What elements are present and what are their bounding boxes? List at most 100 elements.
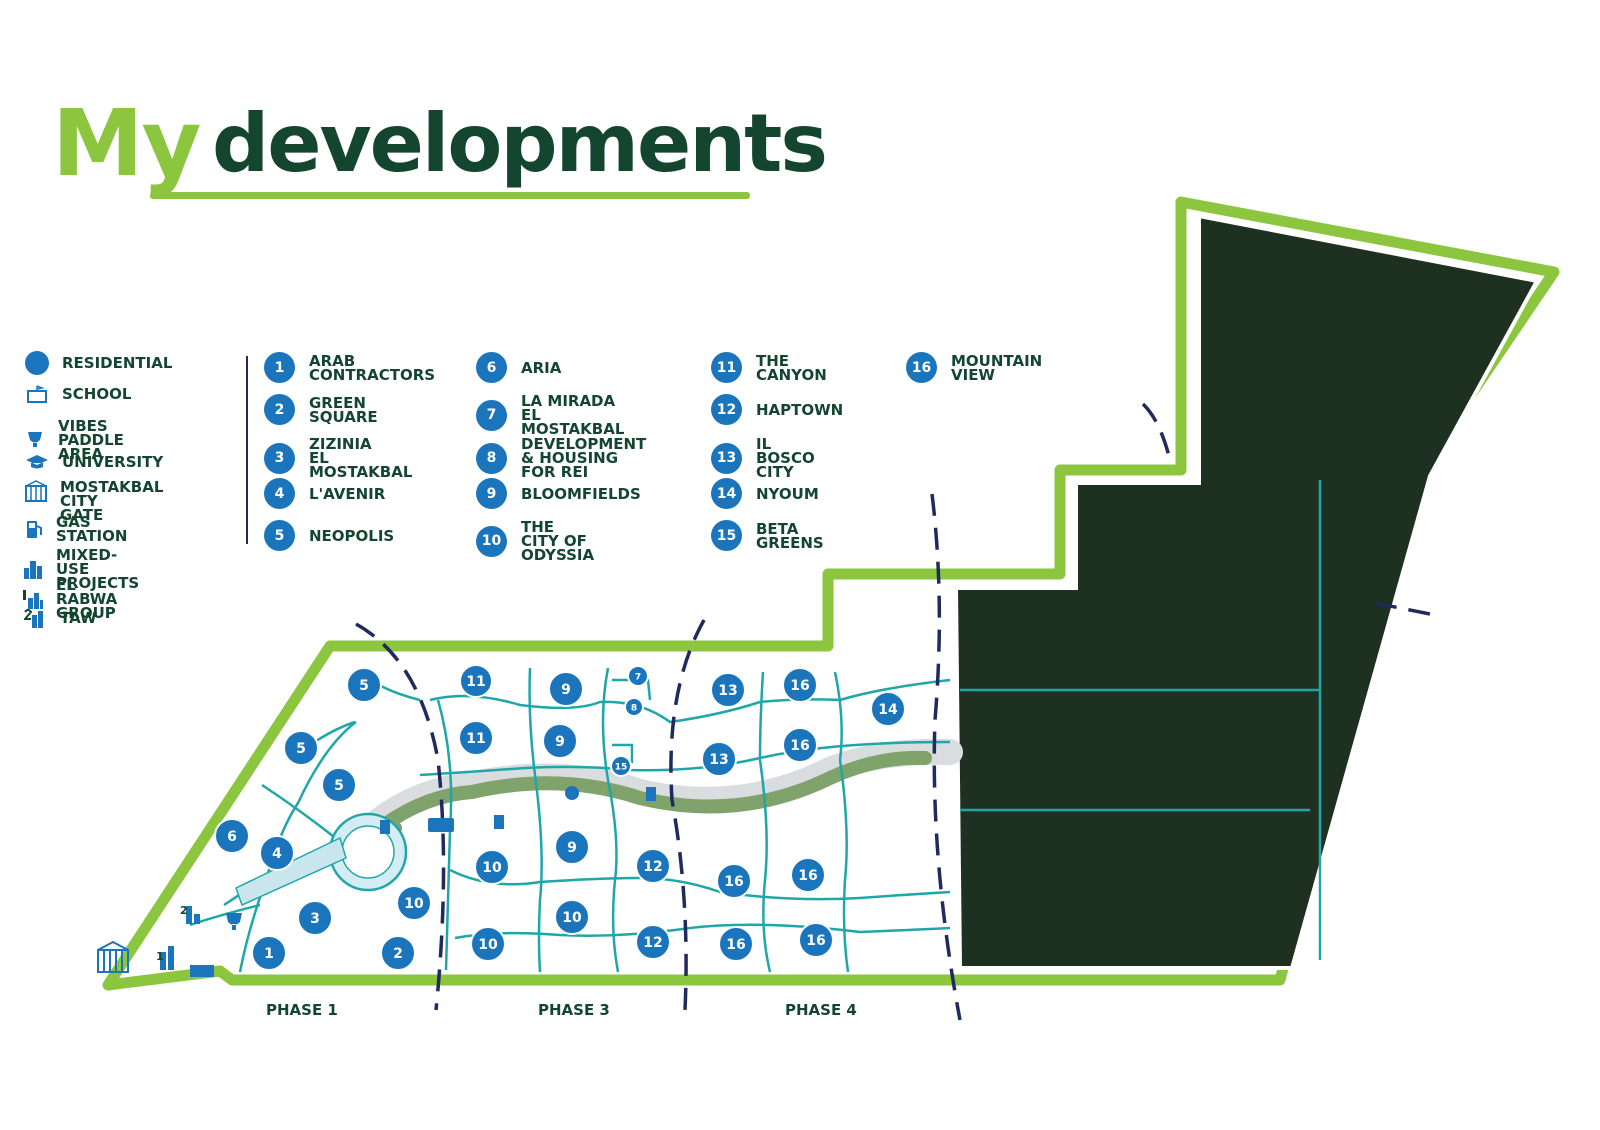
title-my: My (52, 90, 202, 197)
development-name: NYOUM (756, 484, 819, 503)
development-number-badge: 15 (711, 520, 742, 551)
development-number-badge: 14 (711, 478, 742, 509)
legend-type-school: SCHOOL (24, 385, 131, 403)
map-marker-10: 10 (554, 899, 590, 935)
development-name: BLOOMFIELDS (521, 484, 641, 503)
development-name: MOUNTAIN VIEW (951, 351, 1043, 384)
gas-pump-icon (24, 518, 44, 540)
development-number-badge: 10 (476, 525, 507, 557)
legend-development-14: 14 NYOUM (711, 478, 819, 509)
svg-text:9: 9 (567, 840, 577, 856)
map-marker-16: 16 (716, 863, 752, 899)
buildings-2-icon (22, 607, 48, 629)
development-number-badge: 13 (711, 442, 742, 474)
legend-type-gate: MOSTAKBAL CITY GATE (24, 480, 165, 523)
legend-development-13: 13 IL BOSCO CITY (711, 435, 815, 481)
svg-text:12: 12 (643, 935, 662, 951)
legend-development-12: 12 HAPTOWN (711, 394, 843, 425)
development-name: IL BOSCO CITY (756, 435, 815, 481)
trophy-icon (24, 430, 46, 450)
development-number-badge: 9 (476, 478, 507, 509)
dark-future-zone (953, 213, 1541, 970)
map-marker-16: 16 (782, 727, 818, 763)
gate-icon (24, 480, 48, 502)
school-icon (24, 385, 50, 403)
legend-type-taw: TAW (22, 607, 97, 629)
phase-1-label: PHASE 1 (266, 1001, 338, 1019)
map-marker-6: 6 (214, 818, 250, 854)
map-mini-label: 1 (156, 950, 164, 963)
development-number-badge: 1 (264, 352, 295, 383)
svg-text:7: 7 (635, 673, 641, 683)
svg-text:14: 14 (878, 702, 898, 718)
map-marker-16: 16 (790, 857, 826, 893)
development-number-badge: 7 (476, 399, 507, 431)
svg-text:4: 4 (272, 846, 282, 862)
legend-development-5: 5 NEOPOLIS (264, 520, 394, 551)
development-number-badge: 5 (264, 520, 295, 551)
map-trophy-icon (226, 913, 242, 930)
svg-text:11: 11 (466, 674, 485, 690)
legend-development-10: 10 THE CITY OF ODYSSIA (476, 518, 595, 564)
svg-text:16: 16 (726, 937, 745, 953)
legend-type-el-rabwa: EL RABWA GROUP (22, 578, 121, 621)
svg-text:6: 6 (227, 829, 237, 845)
svg-text:13: 13 (709, 752, 728, 768)
buildings-1-icon (22, 588, 44, 610)
development-name: LA MIRADA EL MOSTAKBAL (521, 392, 625, 438)
development-number-badge: 2 (264, 394, 295, 425)
phase-3-label: PHASE 3 (538, 1001, 610, 1019)
residential-dot-icon (24, 351, 50, 375)
map-marker-13: 13 (701, 741, 737, 777)
svg-text:16: 16 (790, 738, 809, 754)
development-name: GREEN SQUARE (309, 393, 378, 426)
map-marker-2: 2 (380, 935, 416, 971)
svg-text:9: 9 (555, 734, 565, 750)
map-marker-7: 7 (627, 665, 649, 687)
development-number-badge: 3 (264, 442, 295, 474)
svg-text:11: 11 (466, 731, 485, 747)
svg-text:10: 10 (404, 896, 424, 912)
map-marker-10: 10 (470, 926, 506, 962)
map-school-icon (190, 818, 454, 977)
legend-type-residential: RESIDENTIAL (24, 351, 172, 375)
map-mini-labels: 21 (156, 904, 188, 963)
development-name: THE CITY OF ODYSSIA (521, 518, 595, 564)
map-marker-10: 10 (396, 885, 432, 921)
development-number-badge: 12 (711, 394, 742, 425)
map-gas-icon (380, 787, 656, 834)
map-mini-label: 2 (180, 904, 188, 917)
title-developments: developments (212, 97, 828, 190)
svg-text:5: 5 (296, 741, 306, 757)
map-marker-4: 4 (259, 835, 295, 871)
legend-development-2: 2 GREEN SQUARE (264, 394, 378, 425)
graduation-cap-icon (24, 453, 50, 471)
map-marker-9: 9 (554, 829, 590, 865)
svg-text:16: 16 (806, 933, 825, 949)
svg-text:13: 13 (718, 683, 737, 699)
title-underline (150, 192, 750, 199)
map-marker-5: 5 (321, 767, 357, 803)
development-name: HAPTOWN (756, 400, 844, 419)
development-name: NEOPOLIS (309, 526, 395, 545)
development-name: ZIZINIA EL MOSTAKBAL (309, 435, 413, 481)
map-marker-11: 11 (459, 664, 493, 698)
development-name: ARIA (521, 358, 562, 377)
map-marker-3: 3 (297, 900, 333, 936)
svg-text:10: 10 (562, 910, 582, 926)
svg-text:2: 2 (393, 946, 403, 962)
legend-development-7: 7 LA MIRADA EL MOSTAKBAL (476, 392, 625, 438)
legend-type-paddle: VIBES PADDLE AREA (24, 419, 128, 462)
map-marker-5: 5 (346, 667, 382, 703)
map-marker-10: 10 (474, 849, 510, 885)
map-marker-13: 13 (710, 672, 746, 708)
map-marker-12: 12 (635, 848, 671, 884)
map-marker-5: 5 (283, 730, 319, 766)
map-marker-11: 11 (458, 720, 494, 756)
